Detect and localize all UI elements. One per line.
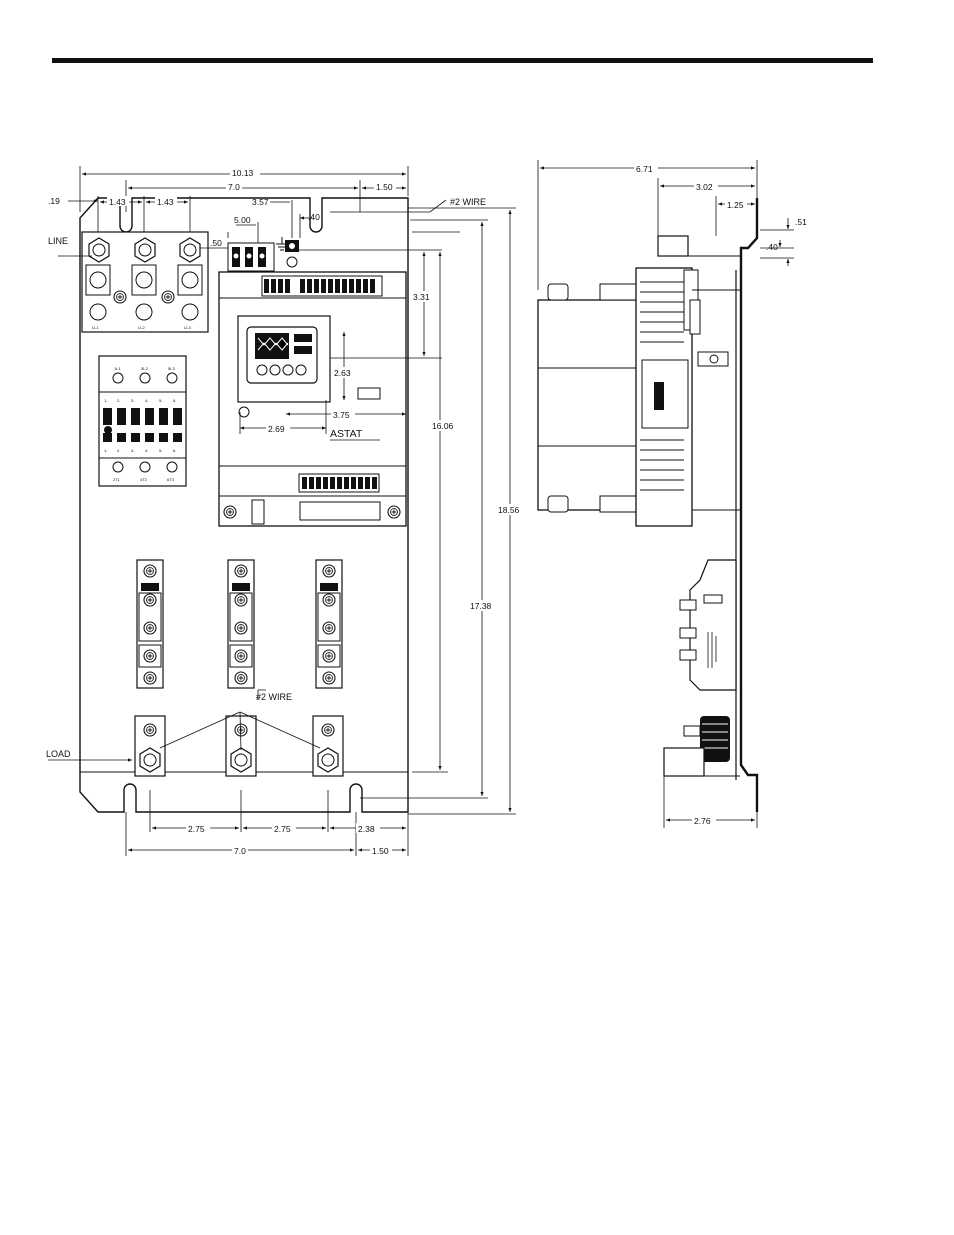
astat-label: ASTAT [330,428,363,440]
line-mark-2: LL2 [138,325,145,330]
dim-load-right-offset: 2.38 [358,824,375,834]
dim-load-pitch-2: 2.75 [274,824,291,834]
dim-keypad-left: 2.69 [268,424,285,434]
dim-load-pitch-1: 2.75 [188,824,205,834]
dim-flange-depth: 1.25 [727,200,744,210]
contactor-top-mark-1: 1L1 [114,366,121,371]
line-label: LINE [48,236,68,246]
dim-terminal-offset: 5.00 [234,215,251,225]
bottom-terminal-strip [302,477,377,489]
front-view: LL1 LL2 LL3 1L1 3L2 5L3 1- 2- 3- 4- 5- 6… [46,166,523,856]
dim-keypad-height: 3.31 [413,292,430,302]
dim-mount-height: 17.38 [470,601,492,611]
dim-base-depth: 2.76 [694,816,711,826]
scr-module-3 [316,560,342,688]
line-mark-3: LL3 [184,325,191,330]
dim-right-offset-top: 1.50 [376,182,393,192]
dim-line-lug-offset: .19 [48,196,60,206]
dim-module-height: 16.06 [432,421,454,431]
scr-module-2 [228,560,254,688]
dim-overall-width: 10.13 [232,168,254,178]
dim-mount-spacing-bottom: 7.0 [234,846,246,856]
contactor: 1L1 3L2 5L3 1- 2- 3- 4- 5- 6- 1- 2- 3- [99,356,186,486]
dim-flange-offset: .40 [766,242,778,252]
contactor-bottom-mark-1: 2T1 [113,477,121,482]
dim-keypad-right: 3.75 [333,410,350,420]
scr-module-1 [137,560,163,688]
side-scr-module [690,560,736,690]
side-heatsink [538,300,638,510]
dim-right-offset-bottom: 1.50 [372,846,389,856]
load-label: LOAD [46,749,71,759]
contactor-top-mark-3: 5L3 [168,366,175,371]
dim-line-lug-pitch-2: 1.43 [157,197,174,207]
line-mark-1: LL1 [92,325,99,330]
side-view: 6.71 3.02 1.25 .51 .40 2.76 [538,160,807,828]
wire-label-bottom: #2 WIRE [256,692,292,702]
dim-bracket-depth: 3.02 [696,182,713,192]
dim-overall-height: 18.56 [498,505,520,515]
dim-line-lug-pitch-1: 1.43 [109,197,126,207]
contactor-bottom-mark-3: 6T3 [167,477,175,482]
dim-flange-top: .51 [795,217,807,227]
dim-ground-vertical: .40 [308,212,320,222]
dim-overall-depth: 6.71 [636,164,653,174]
line-terminal-block: LL1 LL2 LL3 [82,232,208,332]
dim-top-lug-height: .50 [210,238,222,248]
dim-keypad-depth: 2.63 [334,368,351,378]
contactor-bottom-mark-2: 4T2 [140,477,148,482]
side-mounting-bracket [741,198,757,812]
soft-starter-module [219,272,406,526]
contactor-top-mark-2: 3L2 [141,366,148,371]
wire-label-top: #2 WIRE [450,197,486,207]
dim-mount-spacing-top: 7.0 [228,182,240,192]
dim-ground-offset: 3.57 [252,197,269,207]
